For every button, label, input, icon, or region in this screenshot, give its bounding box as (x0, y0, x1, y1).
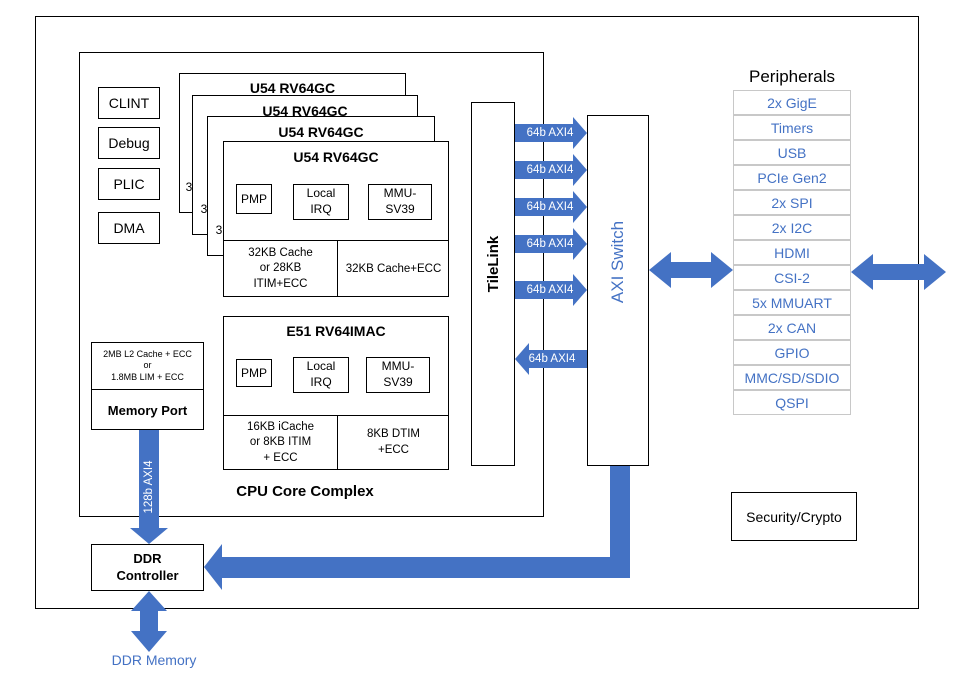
peripheral-mmc: MMC/SD/SDIO (733, 365, 851, 390)
bus-arrow-2 (515, 154, 587, 186)
u54-core-shadow-1-title: U54 RV64GC (249, 80, 336, 96)
e51-pmp: PMP (236, 359, 272, 387)
u54-cache-left-label: 32KB Cache or 28KB ITIM+ECC (248, 246, 313, 290)
peripheral-gige: 2x GigE (733, 90, 851, 115)
e51-local-irq-label: Local IRQ (306, 359, 336, 389)
u54-mmu: MMU- SV39 (368, 184, 432, 220)
debug-label: Debug (108, 135, 150, 151)
dma-label: DMA (113, 220, 145, 236)
u54-local-irq-label: Local IRQ (306, 186, 336, 216)
u54-cache-left: 32KB Cache or 28KB ITIM+ECC (224, 241, 337, 297)
bus-arrow-label-6: 64b AXI4 (528, 353, 576, 365)
ddr-controller: DDR Controller (91, 544, 204, 591)
bus-arrow-label-3: 64b AXI4 (526, 201, 574, 213)
peripheral-qspi: QSPI (733, 390, 851, 415)
e51-cache-left-label: 16KB iCache or 8KB ITIM + ECC (246, 420, 315, 464)
peripherals-title: Peripherals (749, 67, 835, 86)
bus-arrow-5 (515, 274, 587, 306)
e51-cache-divider-h (224, 415, 448, 416)
bus-arrow-1 (515, 117, 587, 149)
e51-cache-divider-v (337, 415, 338, 470)
security-crypto-block: Security/Crypto (731, 492, 857, 541)
peripheral-i2c: 2x I2C (733, 215, 851, 240)
dma-block: DMA (98, 212, 160, 244)
peripheral-gpio: GPIO (733, 340, 851, 365)
u54-cache-divider-h (224, 240, 448, 241)
memory-port-arrow (130, 430, 168, 544)
bus-arrow-3 (515, 191, 587, 223)
memory-port: Memory Port (92, 390, 203, 430)
peripheral-can: 2x CAN (733, 315, 851, 340)
l2-cache-block: 2MB L2 Cache + ECC or 1.8MB LIM + ECC Me… (91, 342, 204, 430)
u54-core-shadow-1-stub: 3 (185, 180, 193, 194)
u54-core-shadow-2-title: U54 RV64GC (262, 103, 348, 119)
clint-block: CLINT (98, 87, 160, 119)
u54-core-shadow-3-title: U54 RV64GC (278, 124, 364, 140)
peripheral-hdmi: HDMI (733, 240, 851, 265)
memory-port-label: Memory Port (107, 402, 188, 418)
l2-cache: 2MB L2 Cache + ECC or 1.8MB LIM + ECC (92, 343, 203, 389)
peripheral-timers: Timers (733, 115, 851, 140)
peripheral-usb: USB (733, 140, 851, 165)
u54-local-irq: Local IRQ (293, 184, 349, 220)
axi-switch (587, 115, 649, 466)
memory-bus-label-text: 128b AXI4 (143, 460, 155, 514)
bus-arrow-label-4: 64b AXI4 (526, 238, 574, 250)
e51-cache-right-label: 8KB DTIM +ECC (366, 428, 421, 456)
ddr-memory-label: DDR Memory (111, 652, 197, 668)
e51-pmp-label: PMP (240, 366, 267, 380)
ddr-controller-label: DDR Controller (116, 550, 179, 583)
soc-boundary (35, 16, 919, 609)
e51-core: E51 RV64IMAC PMP Local IRQ MMU- SV39 16K… (223, 316, 449, 470)
u54-mmu-label: MMU- SV39 (383, 186, 417, 216)
u54-cache-divider-v (337, 240, 338, 297)
peripheral-csi2: CSI-2 (733, 265, 851, 290)
peripheral-pcie: PCIe Gen2 (733, 165, 851, 190)
bus-arrow-6 (515, 343, 587, 375)
l2-divider (92, 389, 203, 390)
u54-pmp: PMP (236, 184, 272, 214)
bus-arrow-label-5: 64b AXI4 (526, 284, 574, 296)
bus-arrow-label-1: 64b AXI4 (526, 127, 574, 139)
u54-core: U54 RV64GC PMP Local IRQ MMU- SV39 32KB … (223, 141, 449, 297)
ddr-memory-arrow (131, 591, 167, 652)
e51-local-irq: Local IRQ (293, 357, 349, 393)
periph-external-arrow (851, 254, 946, 290)
e51-mmu-label: MMU- SV39 (381, 359, 415, 389)
security-crypto-label: Security/Crypto (746, 508, 842, 525)
bus-arrow-label-2: 64b AXI4 (526, 164, 574, 176)
e51-cache-right: 8KB DTIM +ECC (338, 416, 449, 470)
e51-core-title: E51 RV64IMAC (286, 323, 386, 339)
peripheral-spi: 2x SPI (733, 190, 851, 215)
tilelink-bus (471, 102, 515, 466)
e51-cache-left: 16KB iCache or 8KB ITIM + ECC (224, 416, 337, 470)
l2-cache-label: 2MB L2 Cache + ECC or 1.8MB LIM + ECC (103, 349, 192, 382)
bus-arrow-4 (515, 228, 587, 260)
cpu-core-complex-label: CPU Core Complex (236, 483, 374, 500)
clint-label: CLINT (108, 95, 150, 111)
e51-mmu: MMU- SV39 (366, 357, 430, 393)
u54-cache-right-label: 32KB Cache+ECC (345, 263, 442, 275)
u54-core-shadow-3-stub: 3 (215, 223, 223, 237)
u54-core-title: U54 RV64GC (293, 149, 379, 165)
axi-ddr-arrow (204, 466, 630, 590)
plic-label: PLIC (113, 176, 145, 192)
axi-periph-arrow (649, 252, 733, 288)
peripheral-mmuart: 5x MMUART (733, 290, 851, 315)
plic-block: PLIC (98, 168, 160, 200)
u54-core-shadow-2-stub: 3 (200, 202, 208, 216)
u54-cache-right: 32KB Cache+ECC (338, 241, 449, 297)
u54-pmp-label: PMP (240, 192, 267, 206)
debug-block: Debug (98, 127, 160, 159)
memory-bus-label: 128b AXI4 (139, 447, 159, 527)
